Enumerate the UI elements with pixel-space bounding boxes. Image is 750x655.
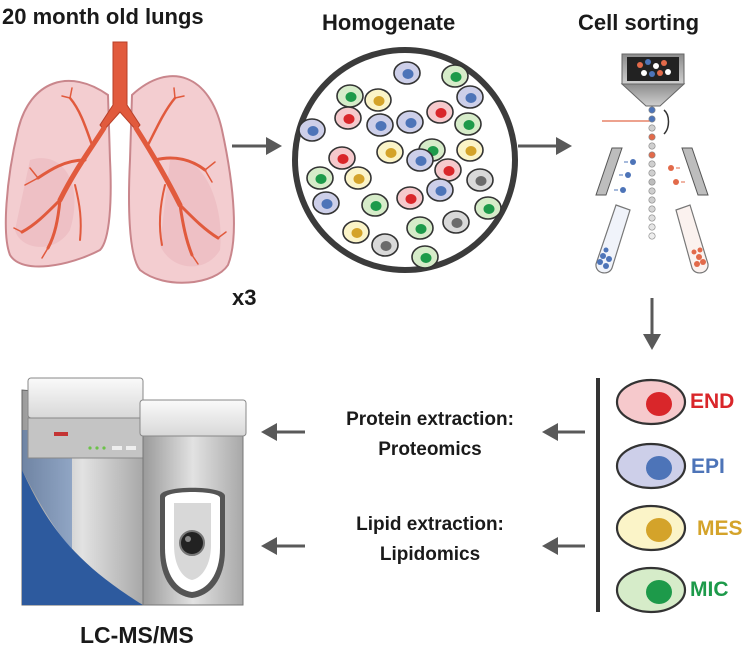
protein-step-label: Protein extraction: Proteomics: [315, 405, 545, 465]
homogenate-cell-epi: [396, 110, 424, 134]
homogenate-cell-mic: [336, 84, 364, 108]
sorter-droplet: [648, 142, 656, 150]
collection-tube-left: [595, 204, 631, 274]
arrow-cells-to-protein: [542, 423, 585, 441]
homogenate-cell-epi: [312, 191, 340, 215]
arrow-cells-to-lipid: [542, 537, 585, 555]
cell-type-label-mic: MIC: [690, 578, 729, 601]
droplet-stream: [648, 106, 656, 240]
protein-extraction-text: Protein extraction:: [346, 409, 514, 430]
homogenate-cell-epi: [406, 148, 434, 172]
homogenate-cell-end: [396, 186, 424, 210]
homogenate-cell-epi: [456, 85, 484, 109]
homogenate-cell-mic: [474, 196, 502, 220]
sorter-droplet: [648, 160, 656, 168]
cell-type-label-mes: MES: [697, 517, 743, 540]
instrument-blue-panel: [22, 470, 143, 605]
deflection-plate-right: [681, 147, 709, 196]
homogenate-cell-unsorted: [466, 168, 494, 192]
homogenate-cell-end: [334, 106, 362, 130]
sorted-droplets-left: [614, 159, 636, 193]
homogenate-cell-mes: [344, 166, 372, 190]
arrow-sorting-to-cells: [643, 298, 661, 350]
lungs-illustration: [4, 41, 235, 284]
ion-source-window: [179, 530, 205, 556]
homogenate-cell-mes: [456, 138, 484, 162]
lungs-title: 20 month old lungs: [2, 4, 204, 29]
lipid-extraction-text: Lipid extraction:: [356, 514, 504, 535]
homogenate-cells: [298, 61, 502, 269]
cell-type-legend: [596, 378, 687, 614]
homogenate-cell-epi: [366, 113, 394, 137]
cell-type-label-end: END: [690, 390, 735, 413]
homogenate-cell-mes: [364, 88, 392, 112]
homogenate-cell-epi: [393, 61, 421, 85]
sorter-droplet: [648, 187, 656, 195]
sorter-droplet: [648, 196, 656, 204]
homogenate-cell-unsorted: [442, 210, 470, 234]
homogenate-cell-unsorted: [371, 233, 399, 257]
lipid-step-label: Lipid extraction: Lipidomics: [315, 510, 545, 570]
sorter-droplet: [648, 151, 656, 159]
homogenate-cell-mes: [376, 140, 404, 164]
homogenate-cell-end: [434, 158, 462, 182]
lc-ms-instrument: [21, 377, 247, 606]
proteomics-text: Proteomics: [378, 439, 482, 460]
homogenate-circle: [292, 47, 518, 273]
homogenate-cell-mic: [454, 112, 482, 136]
sorter-droplet: [648, 106, 656, 114]
sorter-droplet: [648, 115, 656, 123]
cell-type-label-epi: EPI: [691, 455, 725, 478]
lipidomics-text: Lipidomics: [379, 544, 481, 565]
homogenate-cell-end: [426, 100, 454, 124]
instrument-top-right: [139, 399, 247, 437]
arrow-homogenate-to-sorting: [518, 137, 572, 155]
sorter-droplet: [648, 169, 656, 177]
sorter-droplet: [648, 232, 656, 240]
cell-type-icon-mes: [615, 504, 687, 552]
homogenate-cell-epi: [298, 118, 326, 142]
arrow-protein-to-instrument: [261, 423, 305, 441]
homogenate-title: Homogenate: [322, 10, 456, 35]
cell-type-icon-mic: [615, 566, 687, 614]
status-led-red: [54, 432, 68, 436]
arrow-lipid-to-instrument: [261, 537, 305, 555]
sorter-droplet: [648, 124, 656, 132]
cell-type-icon-epi: [615, 442, 687, 490]
cell-type-icon-end: [615, 378, 687, 426]
sorter-droplet: [648, 214, 656, 222]
left-bronchi: [13, 87, 107, 259]
cell-type-icons: [615, 378, 687, 614]
arrow-lungs-to-homogenate: [232, 137, 282, 155]
deflection-plate-left: [595, 147, 623, 196]
homogenate-cell-epi: [426, 178, 454, 202]
detector-arc: [663, 109, 670, 135]
homogenate-cell-end: [328, 146, 356, 170]
homogenate-cell-mic: [411, 245, 439, 269]
homogenate-cell-mic: [361, 193, 389, 217]
homogenate-cell-mic: [441, 64, 469, 88]
homogenate-cell-mic: [306, 166, 334, 190]
instrument-label: LC-MS/MS: [80, 622, 194, 648]
sorter-droplet: [648, 223, 656, 231]
homogenate-cell-mic: [406, 216, 434, 240]
sorted-droplets-right: [668, 165, 685, 185]
instrument-top-left: [27, 377, 144, 419]
sorter-droplet: [648, 133, 656, 141]
cell-sorter: [595, 53, 709, 274]
homogenate-cell-mes: [342, 220, 370, 244]
sorter-droplet: [648, 178, 656, 186]
cell-sorting-title: Cell sorting: [578, 10, 700, 35]
sorter-droplet: [648, 205, 656, 213]
right-bronchi: [133, 87, 227, 265]
sorter-nozzle: [620, 83, 686, 107]
collection-tube-right: [675, 204, 709, 274]
replicates-label: x3: [232, 285, 257, 310]
trachea: [99, 41, 141, 131]
flow-arrows: [232, 137, 661, 555]
